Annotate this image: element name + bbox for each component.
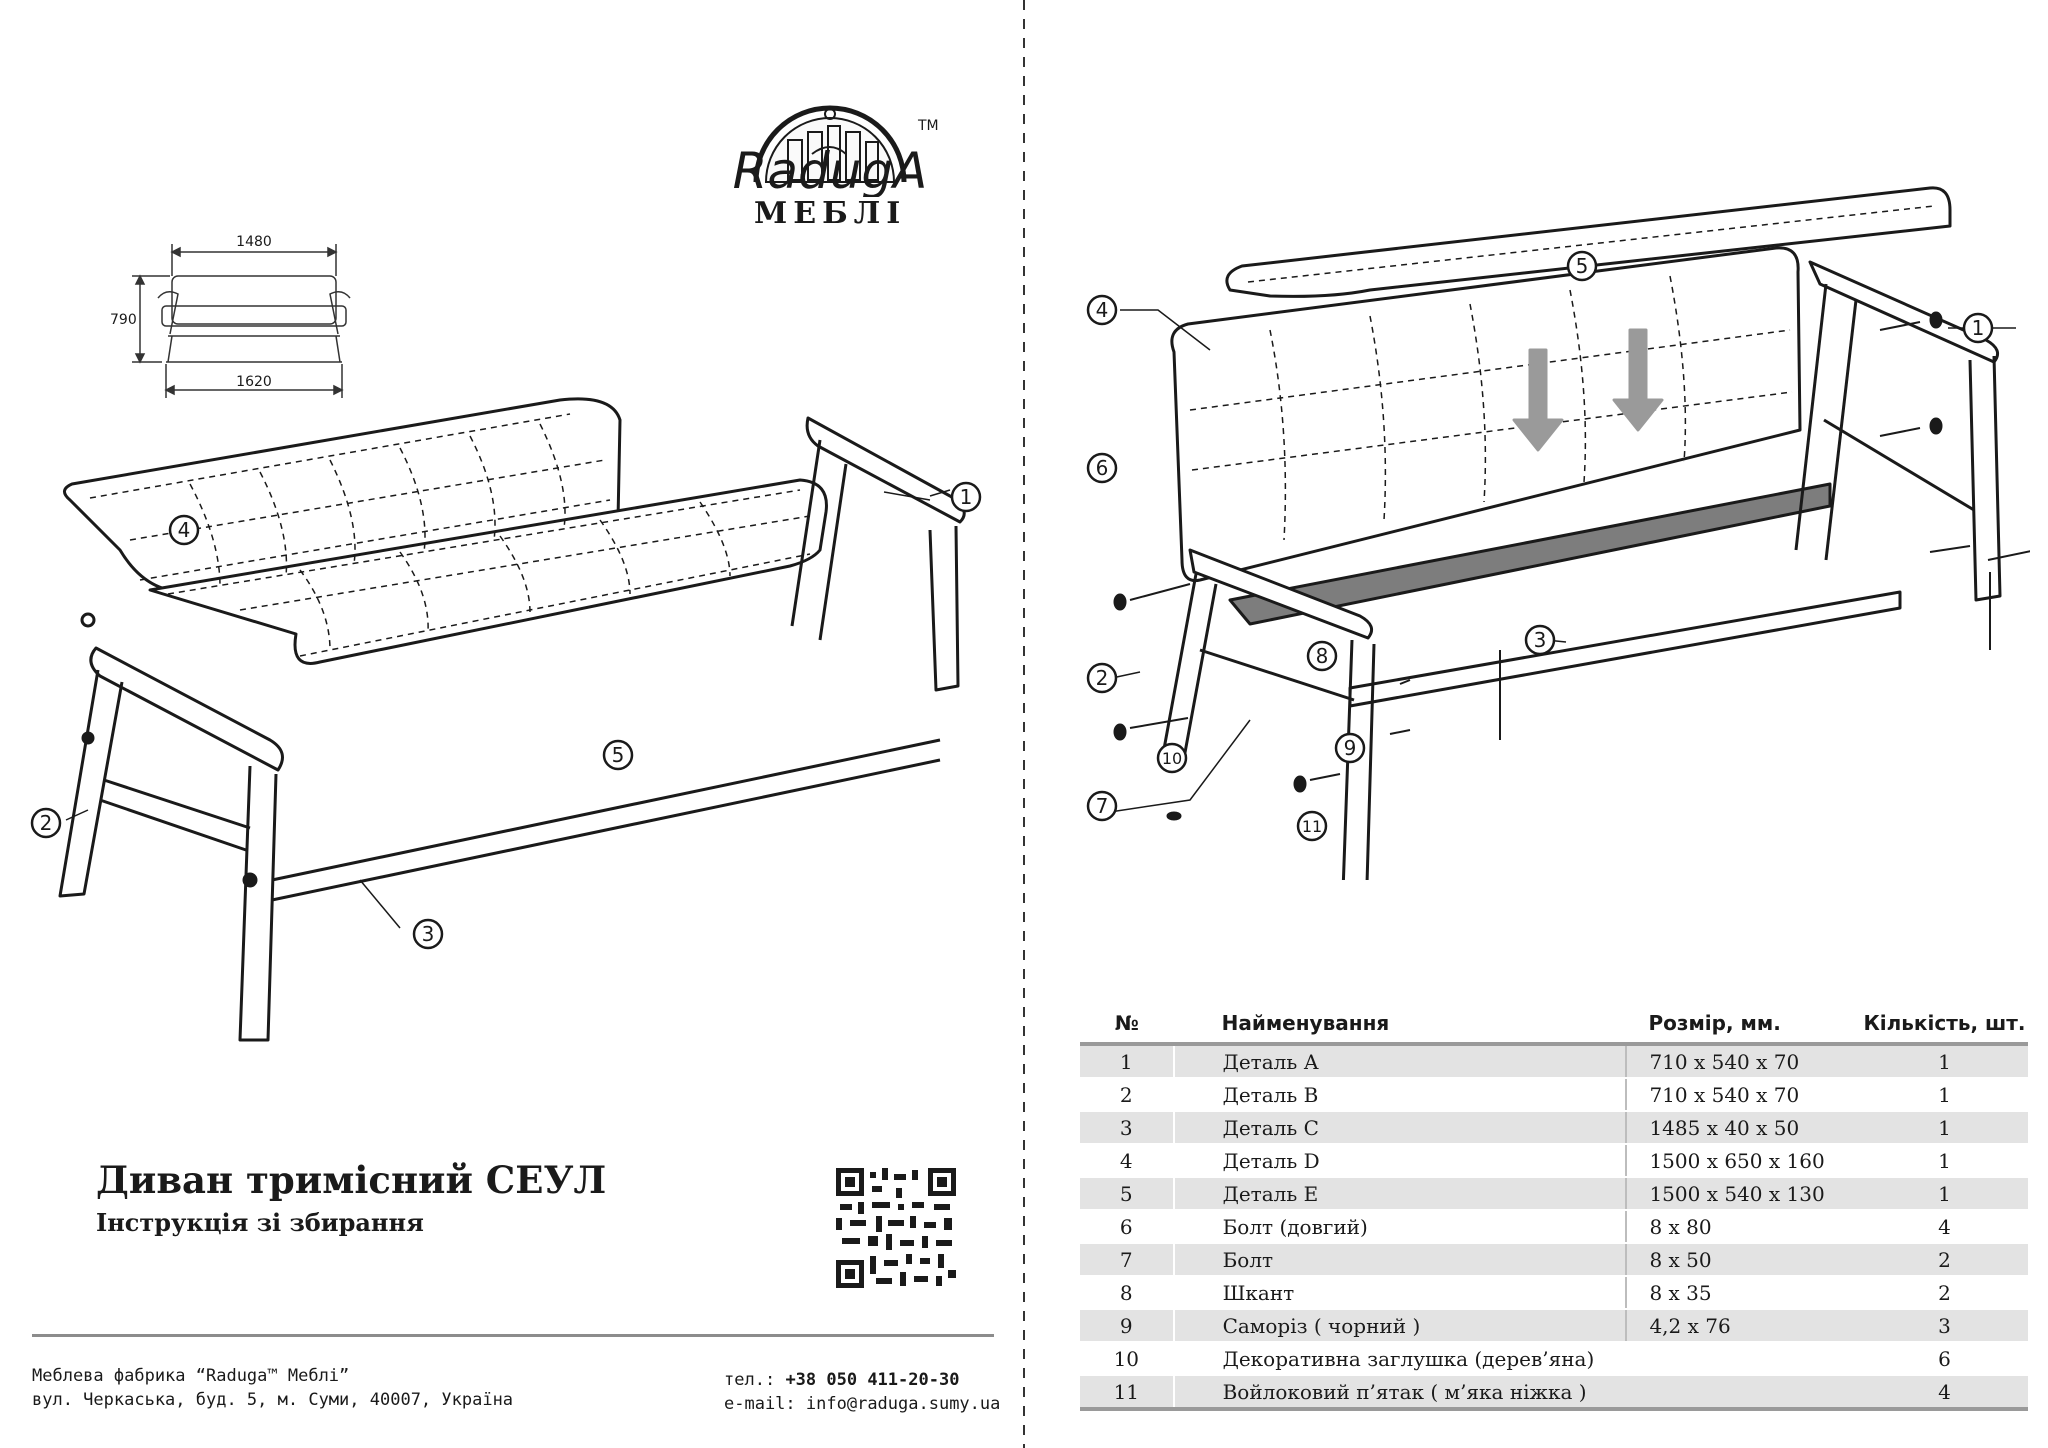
svg-text:1620: 1620 — [236, 374, 272, 390]
callout-r2: 2 — [1096, 666, 1109, 690]
footer-phone[interactable]: +38 050 411-20-30 — [785, 1370, 960, 1390]
svg-text:1480: 1480 — [236, 234, 272, 250]
callout-r8: 8 — [1316, 644, 1329, 668]
callout-r7: 7 — [1096, 794, 1109, 818]
exploded-view — [1113, 186, 2030, 880]
footer-address: вул. Черкаська, буд. 5, м. Суми, 40007, … — [32, 1390, 514, 1410]
parts-table: № Найменування Розмір, мм. Кількість, шт… — [1080, 1004, 2028, 1411]
right-callouts: 1 2 3 4 5 6 7 8 9 10 11 — [1086, 250, 2016, 842]
callout-1: 1 — [960, 485, 973, 509]
callout-r3: 3 — [1534, 628, 1547, 652]
footer-contacts: тел.: +38 050 411-20-30 e-mail: info@rad… — [724, 1370, 1001, 1414]
logo-wordmark: RadugA — [733, 142, 928, 197]
callout-r1: 1 — [1972, 316, 1985, 340]
callout-r9: 9 — [1344, 736, 1357, 760]
footer-rule — [32, 1334, 994, 1337]
dimension-drawing: 1480 790 1620 — [110, 234, 351, 398]
callout-2: 2 — [40, 811, 53, 835]
svg-text:TM: TM — [917, 118, 939, 134]
footer-company-name: Меблева фабрика “Raduga™ Меблі” — [32, 1366, 350, 1386]
sofa-illustration — [58, 397, 966, 1042]
svg-text:790: 790 — [110, 312, 137, 328]
document-title: Диван тримісний СЕУЛ — [96, 1158, 607, 1202]
callout-r10: 10 — [1162, 749, 1182, 768]
brand-subtitle: МЕБЛІ — [754, 196, 907, 231]
header-size: Розмір, мм. — [1626, 1004, 1861, 1046]
document-subtitle: Інструкція зі збирання — [96, 1208, 424, 1237]
header-no: № — [1080, 1004, 1174, 1046]
left-callouts: 1 2 3 4 5 — [30, 481, 982, 950]
header-qty: Кількість, шт. — [1860, 1004, 2028, 1046]
qr-code-icon — [836, 1168, 956, 1288]
callout-4: 4 — [178, 518, 191, 542]
callout-r5: 5 — [1576, 254, 1589, 278]
brand-logo: RadugA TM — [733, 105, 939, 197]
footer-email[interactable]: info@raduga.sumy.ua — [805, 1394, 1001, 1414]
table-header-row: № Найменування Розмір, мм. Кількість, шт… — [1080, 1004, 2028, 1046]
callout-r6: 6 — [1096, 456, 1109, 480]
callout-r4: 4 — [1096, 298, 1109, 322]
header-name: Найменування — [1173, 1004, 1627, 1046]
callout-r11: 11 — [1302, 817, 1322, 836]
callout-5: 5 — [612, 743, 625, 767]
footer-company: Меблева фабрика “Raduga™ Меблі” вул. Чер… — [32, 1364, 513, 1412]
callout-3: 3 — [422, 922, 435, 946]
